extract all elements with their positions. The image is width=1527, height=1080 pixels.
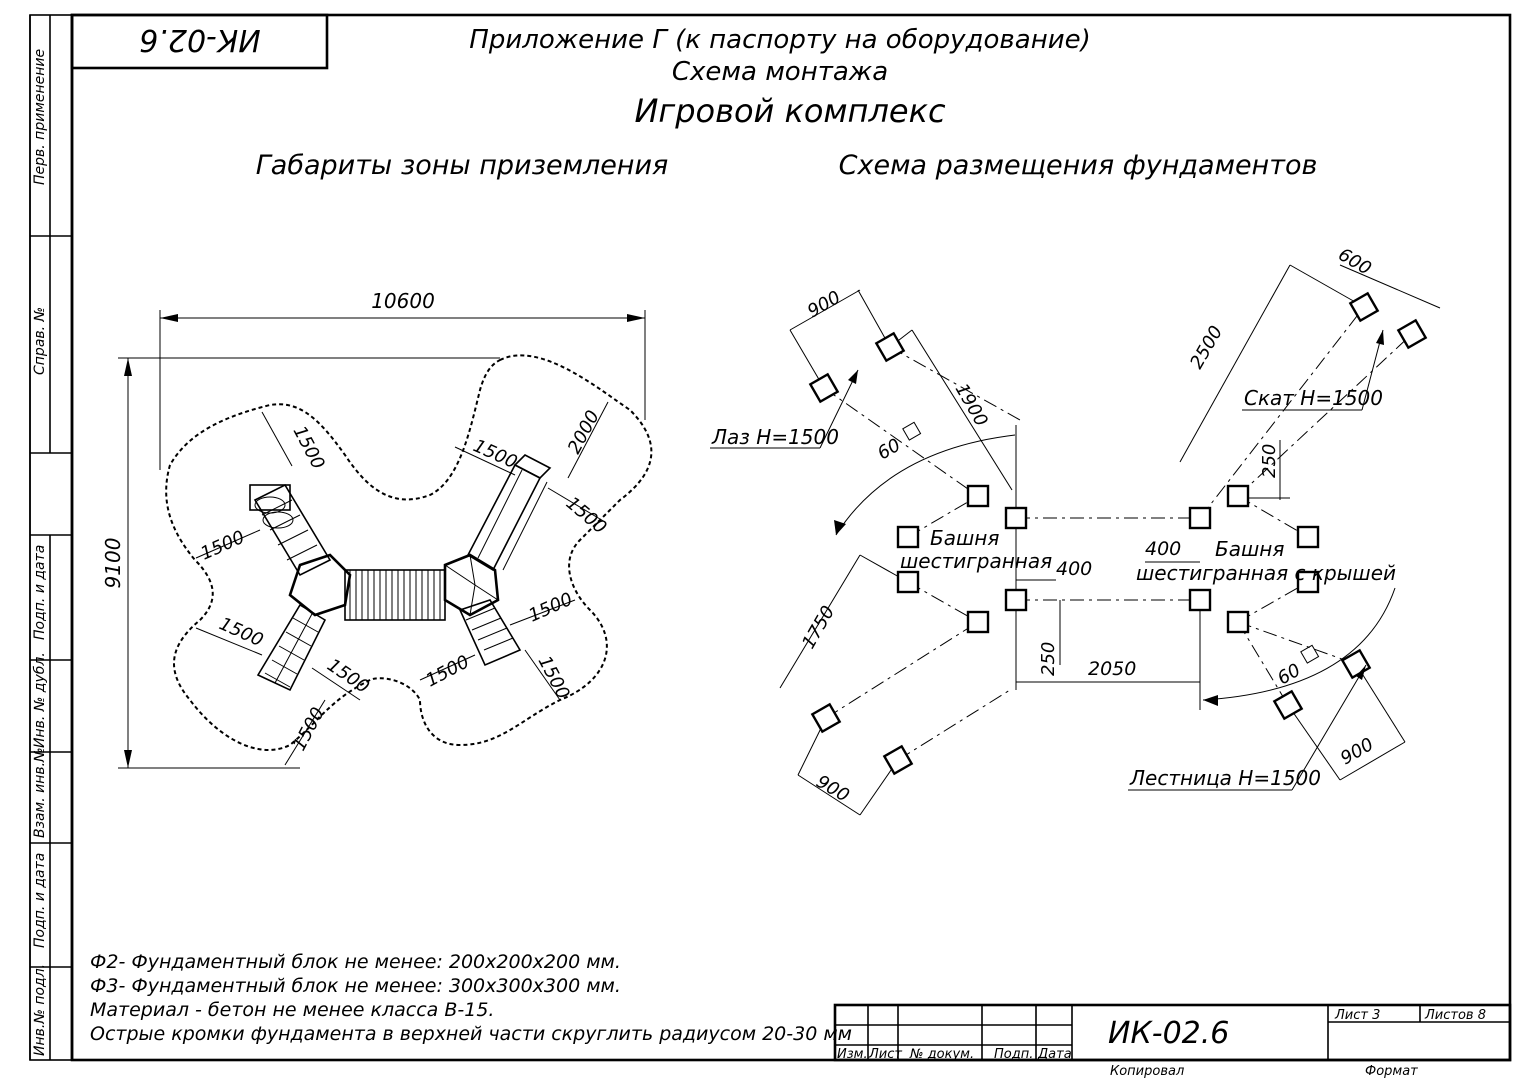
header-line1: Приложение Г (к паспорту на оборудование…	[469, 25, 1090, 55]
foundation-block	[1226, 610, 1250, 634]
svg-text:1750: 1750	[798, 602, 839, 652]
foundation-block	[1296, 525, 1320, 549]
doc-code-top: ИК-02.6	[139, 22, 260, 57]
svg-text:1500: 1500	[216, 613, 266, 651]
label-tower-right-1: Башня	[1215, 537, 1284, 561]
svg-text:1500: 1500	[562, 493, 611, 539]
svg-text:900: 900	[804, 287, 844, 322]
foundation-block	[1188, 506, 1212, 530]
foundation-block	[896, 525, 920, 549]
note-3: Материал - бетон не менее класса В-15.	[90, 999, 494, 1021]
crawl-tube	[249, 483, 332, 577]
side-sprav: Справ. №	[32, 307, 48, 375]
tb-list: Лист	[868, 1047, 902, 1062]
svg-text:600: 600	[1335, 244, 1375, 279]
svg-text:1500: 1500	[525, 589, 575, 627]
svg-text:2500: 2500	[1186, 322, 1227, 372]
foundation-block	[1004, 588, 1028, 612]
foundation-block	[1296, 570, 1320, 594]
side-inv-podl: Инв.№ подл.	[32, 964, 48, 1056]
foundation-block	[966, 484, 990, 508]
small-dims: 1500 1500 2000 1500 1500 1500 1500 1500 …	[195, 401, 611, 766]
svg-text:1500: 1500	[422, 651, 472, 691]
svg-text:1500: 1500	[534, 652, 574, 702]
header-line3: Игровой комплекс	[634, 92, 945, 130]
foundation-block	[896, 570, 920, 594]
header-line2: Схема монтажа	[672, 57, 888, 87]
foundation-block	[1188, 588, 1212, 612]
note-4: Острые кромки фундамента в верхней части…	[90, 1023, 852, 1045]
tb-izm: Изм.	[837, 1047, 868, 1062]
side-vzam-inv: Взам. инв.№	[32, 747, 48, 838]
note-2: Ф3- Фундаментный блок не менее: 300х300х…	[90, 975, 621, 997]
foundation-block	[1340, 648, 1372, 680]
landing-zone-outline	[165, 354, 653, 751]
svg-text:1500: 1500	[289, 704, 329, 754]
side-podp-data-1: Подп. и дата	[32, 545, 48, 640]
svg-text:1500: 1500	[323, 655, 373, 698]
side-perv: Перв. применение	[32, 49, 48, 185]
inner-frame	[70, 13, 1512, 1062]
svg-text:250: 250	[1259, 444, 1280, 478]
foundation-block	[1396, 318, 1428, 350]
foundation-block	[1004, 506, 1028, 530]
bridge	[344, 569, 446, 621]
label-skat: Скат H=1500	[1244, 386, 1383, 410]
note-1: Ф2- Фундаментный блок не менее: 200х200х…	[90, 951, 621, 973]
svg-text:400: 400	[1056, 558, 1092, 580]
svg-text:900: 900	[813, 771, 853, 806]
label-laz: Лаз H=1500	[711, 425, 839, 449]
svg-text:60: 60	[874, 435, 904, 465]
slide	[466, 454, 552, 572]
ladder-left	[256, 603, 327, 692]
svg-text:1500: 1500	[289, 422, 329, 472]
label-tower-left-1: Башня	[930, 526, 999, 550]
tb-n-dokum: № докум.	[909, 1047, 974, 1062]
side-podp-data-2: Подп. и дата	[32, 853, 48, 948]
ladder-right	[458, 599, 522, 667]
side-strip: Перв. применение Справ. № Подп. и дата И…	[29, 15, 72, 1060]
foundation-block	[1348, 291, 1380, 323]
tb-code: ИК-02.6	[1108, 1016, 1229, 1051]
svg-text:900: 900	[1337, 734, 1377, 769]
tower-left	[288, 553, 352, 617]
tb-podp: Подп.	[994, 1047, 1033, 1062]
label-lestnica: Лестница H=1500	[1129, 766, 1321, 790]
tb-kopiroval: Копировал	[1110, 1064, 1184, 1079]
dim-height: 9100	[101, 538, 125, 589]
foundation-block	[810, 702, 842, 734]
landing-zone-plan: 10600 9100	[101, 289, 653, 769]
svg-text:60: 60	[1274, 660, 1304, 690]
label-tower-right-2: шестигранная с крышей	[1136, 561, 1396, 585]
foundation-block	[808, 372, 840, 404]
foundation-plan: 900 1900 2500 600 250 400 400 250 2050 1…	[710, 244, 1441, 816]
svg-text:1900: 1900	[951, 380, 992, 430]
side-inv-dubl: Инв. № дубл.	[32, 652, 48, 748]
foundation-block	[874, 331, 906, 363]
svg-text:2000: 2000	[564, 407, 604, 457]
tb-sheet: Лист 3	[1334, 1008, 1380, 1023]
svg-text:400: 400	[1145, 538, 1181, 560]
foundation-block	[966, 610, 990, 634]
tb-sheets: Листов 8	[1424, 1008, 1486, 1023]
svg-text:1500: 1500	[470, 435, 520, 473]
label-tower-left-2: шестигранная	[900, 549, 1052, 573]
svg-text:250: 250	[1038, 642, 1059, 676]
foundation-block	[1272, 689, 1304, 721]
title-block: Изм. Лист № докум. Подп. Дата ИК-02.6 Ли…	[833, 1003, 1512, 1079]
tb-data: Дата	[1037, 1047, 1072, 1062]
svg-text:1500: 1500	[197, 527, 247, 565]
svg-text:2050: 2050	[1088, 658, 1136, 680]
top-code-box: ИК-02.6	[70, 13, 329, 70]
foundation-block	[882, 744, 914, 776]
notes: Ф2- Фундаментный блок не менее: 200х200х…	[90, 951, 852, 1045]
section-right-title: Схема размещения фундаментов	[839, 150, 1318, 181]
section-left-title: Габариты зоны приземления	[256, 150, 669, 181]
foundation-block	[1226, 484, 1250, 508]
dim-width: 10600	[371, 289, 435, 313]
tb-format: Формат	[1365, 1064, 1418, 1079]
